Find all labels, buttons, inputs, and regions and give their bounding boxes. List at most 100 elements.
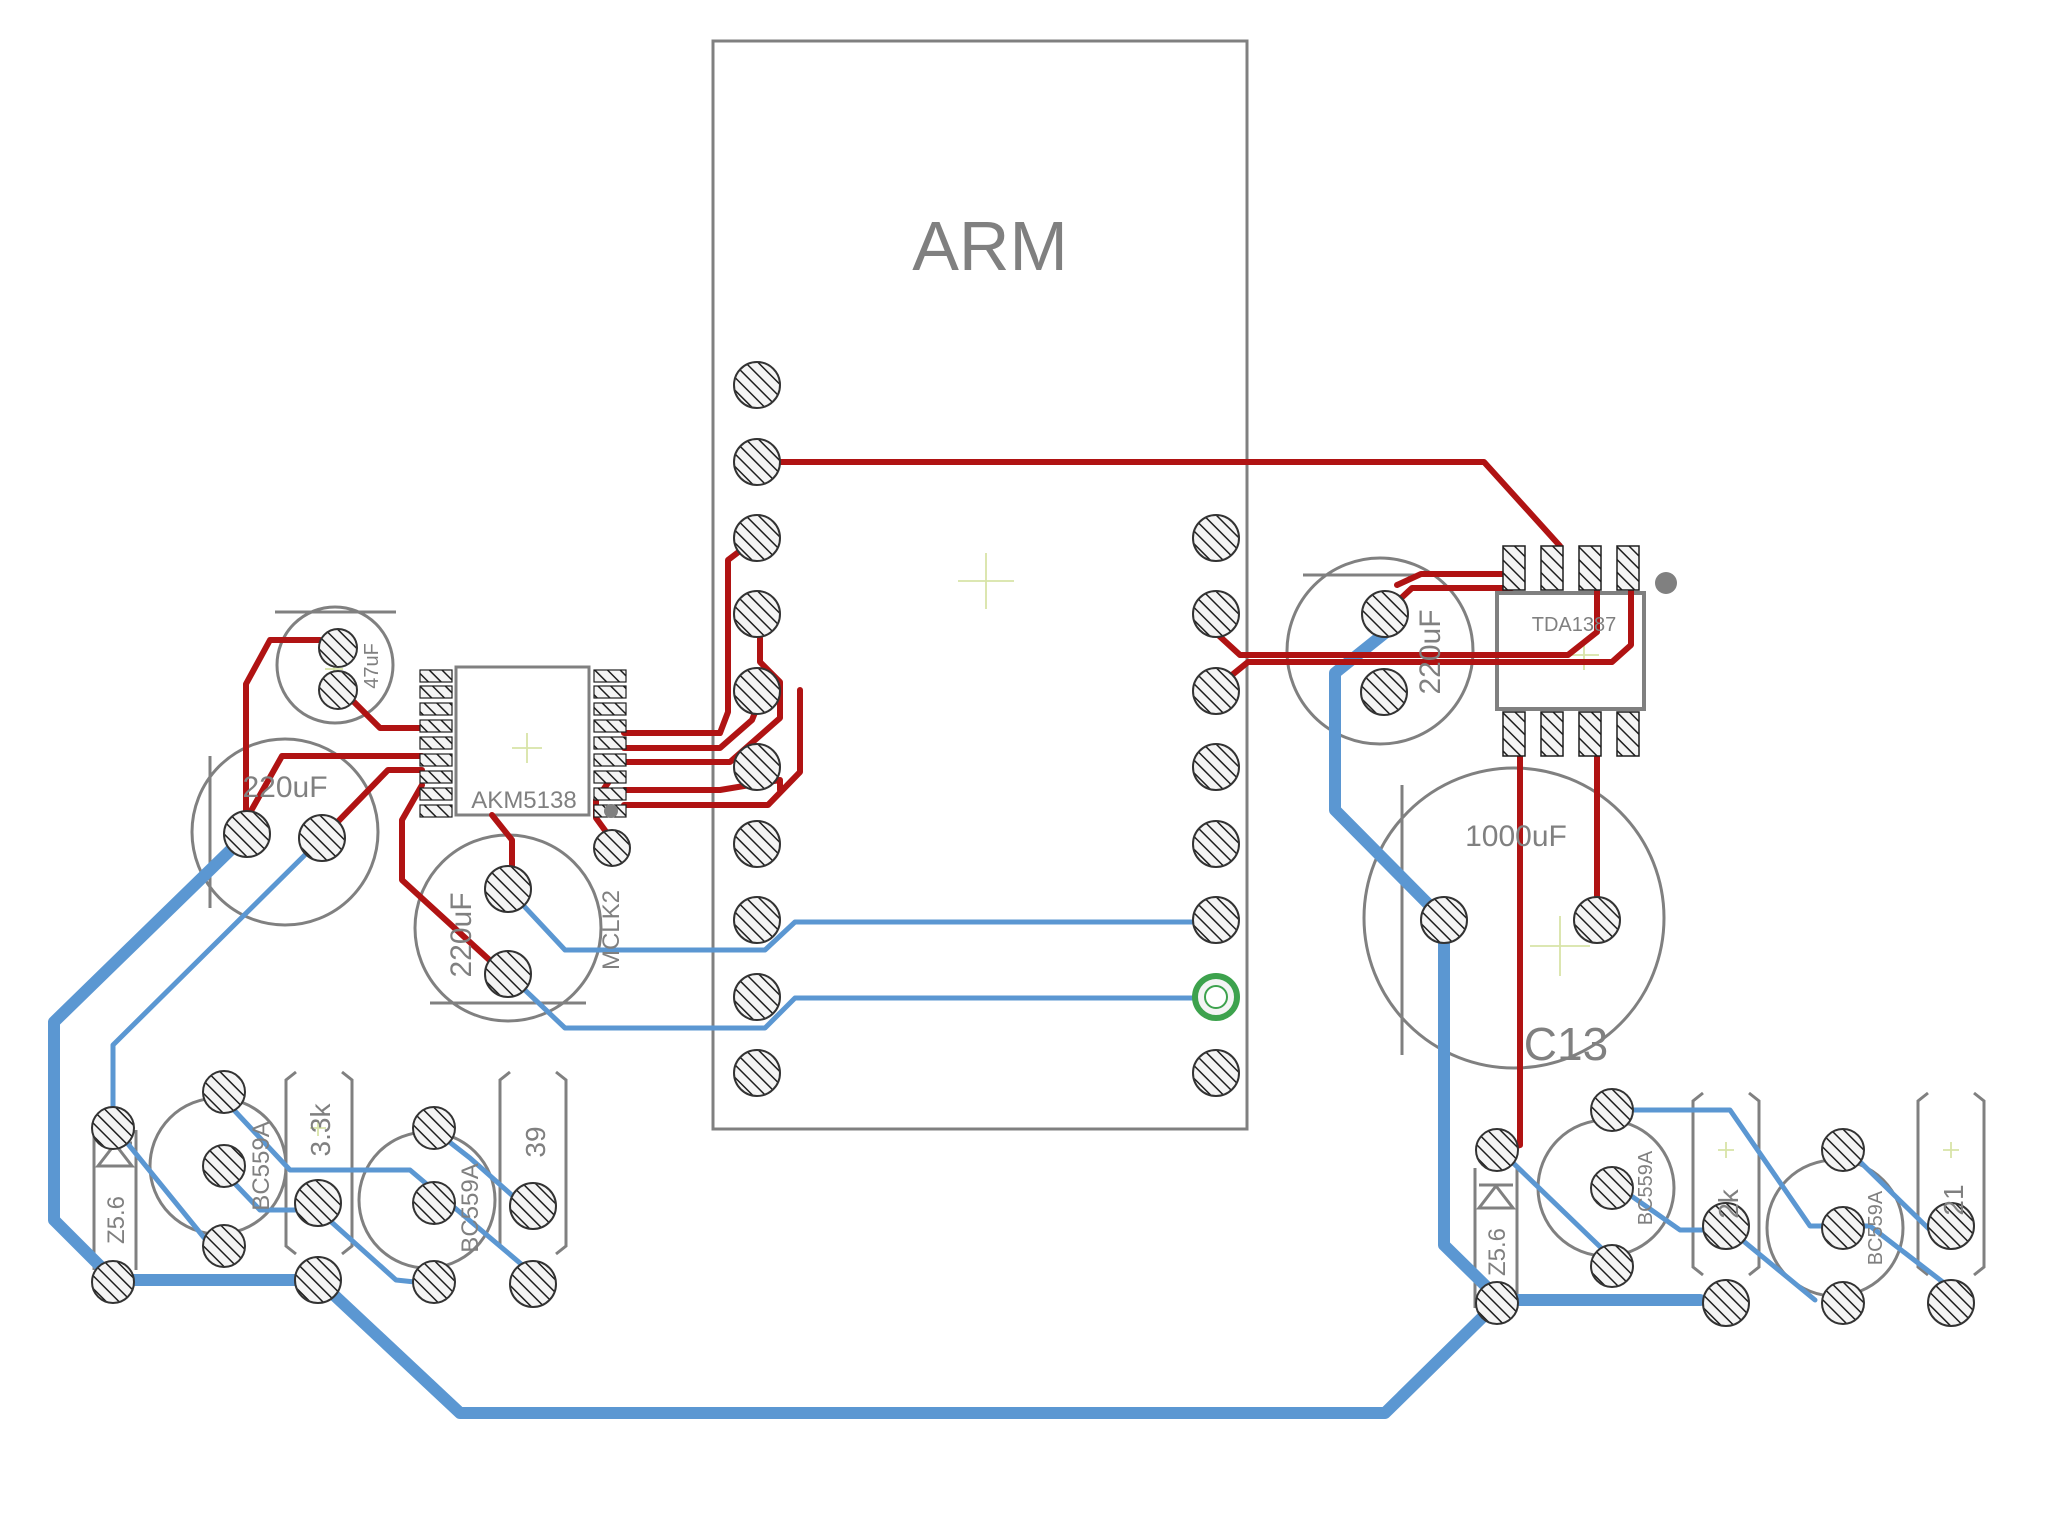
trace-arm-pin-right-2 xyxy=(1213,565,1634,691)
trace-arm-to-tda xyxy=(754,459,1563,571)
arm-pad-right-5[interactable] xyxy=(1192,820,1240,868)
cap-220uf-left-label: 220uF xyxy=(242,771,327,804)
akm-pad-r8[interactable] xyxy=(593,787,627,801)
trace-akm-to-220mid-a xyxy=(399,782,499,969)
arm-pad-right-6[interactable] xyxy=(1192,896,1240,944)
q4-pad-b[interactable] xyxy=(1821,1206,1865,1250)
res-39-pad-1[interactable] xyxy=(509,1182,557,1230)
arm-pad-left-1[interactable] xyxy=(733,361,781,409)
tda-pad-t4[interactable] xyxy=(1616,545,1640,591)
arm-pad-left-4[interactable] xyxy=(733,590,781,638)
akm-pad-l1[interactable] xyxy=(419,669,453,683)
trace-mclk-a xyxy=(505,886,1219,953)
tda-pad-b3[interactable] xyxy=(1578,711,1602,757)
akm-pad-l8[interactable] xyxy=(419,787,453,801)
arm-pad-left-2[interactable] xyxy=(733,438,781,486)
akm-pad-l6[interactable] xyxy=(419,753,453,767)
arm-pad-right-8[interactable] xyxy=(1192,1049,1240,1097)
akm-pad-r7[interactable] xyxy=(593,770,627,784)
res-33k-pad-1[interactable] xyxy=(294,1179,342,1227)
res-21-pad-2[interactable] xyxy=(1927,1279,1975,1327)
mclk2-label: MCLK2 xyxy=(598,890,625,970)
cap-47uf-pad-2[interactable] xyxy=(318,670,358,710)
arm-pad-left-10[interactable] xyxy=(733,1049,781,1097)
cap-47uf-outline xyxy=(275,605,395,725)
tda1387-pads xyxy=(1502,545,1640,757)
akm-pad-l3[interactable] xyxy=(419,702,453,716)
tda-pad-t2[interactable] xyxy=(1540,545,1564,591)
cap-220uf-right-pad-1[interactable] xyxy=(1361,590,1409,638)
q3-pad-e[interactable] xyxy=(1590,1088,1634,1132)
akm-pad-r5[interactable] xyxy=(593,736,627,750)
q2-pad-e[interactable] xyxy=(412,1106,456,1150)
arm-pad-left-7[interactable] xyxy=(733,820,781,868)
transistor-q1-label: BC559A xyxy=(248,1121,275,1210)
akm-pad-l7[interactable] xyxy=(419,770,453,784)
zener-right-pad-1[interactable] xyxy=(1475,1128,1519,1172)
res-21-pad-1[interactable] xyxy=(1927,1202,1975,1250)
trace-akm-to-arm-1 xyxy=(621,535,760,736)
zener-right-pad-2[interactable] xyxy=(1475,1281,1519,1325)
top-layer-traces xyxy=(243,459,1634,1155)
akm-pad-r4[interactable] xyxy=(593,719,627,733)
q3-pad-c[interactable] xyxy=(1590,1244,1634,1288)
tda-pad-b4[interactable] xyxy=(1616,711,1640,757)
cap-47uf-pad-1[interactable] xyxy=(318,628,358,668)
trace-220left-b xyxy=(319,767,425,841)
mclk-pad[interactable] xyxy=(593,829,631,867)
arm-pad-right-2[interactable] xyxy=(1192,590,1240,638)
res-2k-pad-2[interactable] xyxy=(1702,1279,1750,1327)
resistor-3.3k-label: 3.3k xyxy=(305,1103,336,1157)
zener-left-pad-2[interactable] xyxy=(91,1260,135,1304)
arm-pad-left-8[interactable] xyxy=(733,896,781,944)
cap-220uf-mid-pad-2[interactable] xyxy=(484,950,532,998)
q4-pad-c[interactable] xyxy=(1821,1281,1865,1325)
tda-pad-t3[interactable] xyxy=(1578,545,1602,591)
arm-pad-left-5[interactable] xyxy=(733,667,781,715)
res-39-pad-2[interactable] xyxy=(509,1260,557,1308)
arm-pad-right-3[interactable] xyxy=(1192,667,1240,715)
bottom-layer-traces xyxy=(48,627,1973,1419)
zener-right-outline xyxy=(1473,1168,1519,1308)
q2-pad-c[interactable] xyxy=(412,1260,456,1304)
tda-pad-b1[interactable] xyxy=(1502,711,1526,757)
cap-220uf-right-pad-2[interactable] xyxy=(1360,668,1408,716)
arm-pad-right-4[interactable] xyxy=(1192,743,1240,791)
q1-pad-e[interactable] xyxy=(202,1070,246,1114)
akm-pad-r1[interactable] xyxy=(593,669,627,683)
cap-1000uf-pad-1[interactable] xyxy=(1420,896,1468,944)
q2-pad-b[interactable] xyxy=(412,1181,456,1225)
cap-1000uf-pad-2[interactable] xyxy=(1573,896,1621,944)
q1-pad-c[interactable] xyxy=(202,1224,246,1268)
akm-pad-l4[interactable] xyxy=(419,719,453,733)
arm-pad-left-9[interactable] xyxy=(733,973,781,1021)
cap-220uf-left-pad-1[interactable] xyxy=(223,810,271,858)
akm-pad-l2[interactable] xyxy=(419,685,453,699)
akm-pad-r6[interactable] xyxy=(593,753,627,767)
arm-pad-left-3[interactable] xyxy=(733,514,781,562)
zener-left-pad-1[interactable] xyxy=(91,1106,135,1150)
resistor-39-label: 39 xyxy=(520,1126,551,1157)
q3-pad-b[interactable] xyxy=(1590,1166,1634,1210)
tda-pad-t1[interactable] xyxy=(1502,545,1526,591)
trace-q1-a xyxy=(215,1090,543,1283)
arm-label: ARM xyxy=(912,207,1068,285)
akm-pad-r2[interactable] xyxy=(593,685,627,699)
cap-220uf-mid-pad-1[interactable] xyxy=(484,865,532,913)
tda-pad-b2[interactable] xyxy=(1540,711,1564,757)
transistor-q2-label: BC559A xyxy=(457,1163,484,1252)
q4-pad-e[interactable] xyxy=(1821,1128,1865,1172)
akm-pad-l9[interactable] xyxy=(419,804,453,818)
trace-akm-to-arm-3 xyxy=(621,635,783,765)
res-2k-pad-1[interactable] xyxy=(1702,1202,1750,1250)
arm-pad-right-1[interactable] xyxy=(1192,514,1240,562)
akm-pad-l5[interactable] xyxy=(419,736,453,750)
arm-pad-left-6[interactable] xyxy=(733,743,781,791)
green-via-icon[interactable] xyxy=(1192,973,1240,1021)
q1-pad-b[interactable] xyxy=(202,1144,246,1188)
through-hole-pads xyxy=(91,361,1975,1327)
res-33k-pad-2[interactable] xyxy=(294,1256,342,1304)
akm-pad-r3[interactable] xyxy=(593,702,627,716)
cap-220uf-left-pad-2[interactable] xyxy=(298,814,346,862)
